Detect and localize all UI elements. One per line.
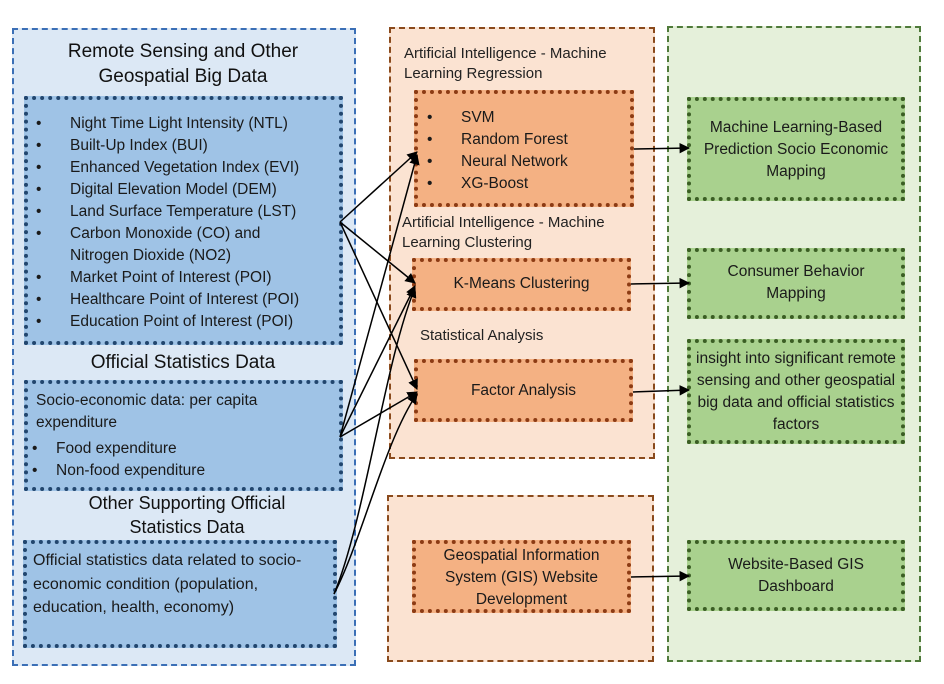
official-statistics-title: Official Statistics Data [90,352,276,373]
list-item: •Non-food expenditure [32,462,206,479]
output-prediction-box: Machine Learning-Based Prediction Socio … [687,97,905,201]
list-item: •Built-Up Index (BUI) [36,137,208,154]
remote-sensing-title: Remote Sensing and Other Geospatial Big … [67,41,299,87]
regression-methods-box: •SVM •Random Forest •Neural Network •XG-… [414,90,634,207]
list-item: •Digital Elevation Model (DEM) [36,181,277,198]
list-item: •Food expenditure [32,440,177,457]
list-item: •Education Point of Interest (POI) [36,313,294,330]
arrow-factor-to-insight [632,385,691,396]
factor-analysis-label: Factor Analysis [470,382,577,399]
list-item: •Carbon Monoxide (CO) and Nitrogen Dioxi… [36,225,261,264]
arrow-rs-to-kmeans [339,221,416,284]
supporting-statistics-text: Official statistics data related to soci… [33,552,302,616]
regression-methods-list: •SVM •Random Forest •Neural Network •XG-… [427,107,626,195]
list-item: •SVM [427,109,495,126]
gis-development-box: Geospatial Information System (GIS) Webs… [412,540,631,613]
list-item: •Land Surface Temperature (LST) [36,203,297,220]
regression-title: Artificial Intelligence - Machine Learni… [404,45,607,82]
remote-sensing-list: •Night Time Light Intensity (NTL) •Built… [36,113,340,333]
arrow-rs-to-factor [339,221,418,390]
arrow-official-to-kmeans [339,285,416,438]
arrow-support-to-factor [333,393,418,595]
output-dashboard-box: Website-Based GIS Dashboard [687,540,905,611]
remote-sensing-box: •Night Time Light Intensity (NTL) •Built… [24,96,343,345]
list-item: •Market Point of Interest (POI) [36,269,272,286]
arrow-rs-to-regression [339,151,418,223]
kmeans-label: K-Means Clustering [453,275,590,292]
list-item: •Neural Network [427,153,568,170]
arrow-official-to-factor [339,391,418,438]
arrow-kmeans-to-consumer [630,277,691,289]
statistical-analysis-title: Statistical Analysis [420,327,544,344]
factor-analysis-box: Factor Analysis [414,359,633,422]
list-item: •Enhanced Vegetation Index (EVI) [36,159,300,176]
supporting-statistics-box: Official statistics data related to soci… [23,540,337,648]
official-statistics-list: •Food expenditure •Non-food expenditure [32,438,336,482]
arrow-regression-to-prediction [633,142,691,154]
kmeans-box: K-Means Clustering [412,258,631,311]
output-consumer-box: Consumer Behavior Mapping [687,248,905,319]
output-consumer-label: Consumer Behavior Mapping [727,263,865,302]
output-insight-label: insight into significant remote sensing … [696,350,896,433]
gis-development-label: Geospatial Information System (GIS) Webs… [443,547,600,608]
list-item: •Night Time Light Intensity (NTL) [36,115,288,132]
arrow-gis-to-dashboard [630,570,691,582]
arrow-support-to-kmeans [333,287,417,595]
clustering-title: Artificial Intelligence - Machine Learni… [402,214,605,251]
output-dashboard-label: Website-Based GIS Dashboard [728,556,864,595]
supporting-statistics-title: Other Supporting Official Statistics Dat… [88,493,286,537]
official-statistics-intro: Socio-economic data: per capita expendit… [36,392,258,431]
official-statistics-box: Socio-economic data: per capita expendit… [24,380,343,491]
list-item: •XG-Boost [427,175,529,192]
list-item: •Healthcare Point of Interest (POI) [36,291,300,308]
list-item: •Random Forest [427,131,568,148]
arrow-official-to-regression [339,153,420,438]
output-prediction-label: Machine Learning-Based Prediction Socio … [703,119,889,180]
